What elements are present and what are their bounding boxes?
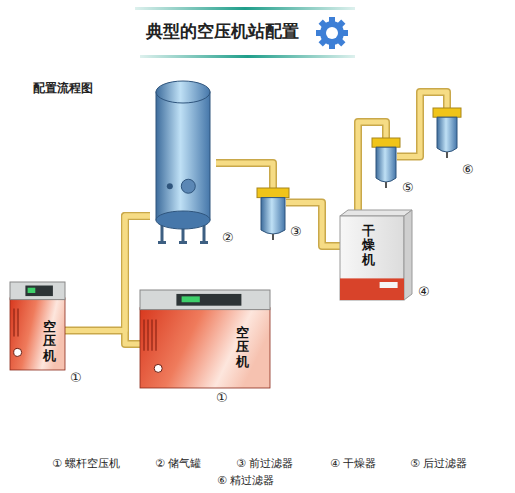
filter-bowl <box>261 198 285 234</box>
callout-number: ② <box>222 230 234 245</box>
tank-foot <box>158 241 166 244</box>
compressor-body <box>10 298 65 370</box>
vent-slot <box>155 319 156 350</box>
filter-bowl <box>437 117 457 152</box>
diagram-title: 典型的空压机站配置 <box>146 20 299 43</box>
logo-mark <box>14 348 22 356</box>
tank-foot <box>200 241 208 244</box>
equipment-drawing <box>375 138 397 184</box>
pipe-outline <box>65 216 150 330</box>
control-panel <box>25 286 53 297</box>
manhole <box>181 179 195 193</box>
callout-number: ③ <box>290 224 302 239</box>
title-bar <box>140 55 355 58</box>
dryer-side <box>404 210 412 300</box>
air-compressor: 空压机① <box>140 290 270 388</box>
tank-body <box>156 92 210 220</box>
tank-bottom <box>156 211 210 229</box>
filter: ③ <box>260 188 286 236</box>
air-pipe <box>65 216 150 330</box>
vent-slot <box>147 319 148 350</box>
dryer-band <box>340 278 404 300</box>
filter: ⑥ <box>436 108 458 154</box>
compressor-body <box>140 308 270 388</box>
filter-head <box>372 138 400 147</box>
drain-valve <box>272 234 274 240</box>
callout-number: ⑥ <box>462 162 474 177</box>
callout-number: ① <box>216 390 228 405</box>
filter: ⑤ <box>375 138 397 184</box>
drain-valve <box>446 152 448 158</box>
equipment-name: 干燥机 <box>362 224 375 267</box>
title-bar <box>135 7 355 10</box>
equipment-drawing <box>10 282 65 370</box>
air-compressor: 空压机① <box>10 282 65 370</box>
legend-text: 配置流程图 <box>33 80 93 97</box>
legend-text: ③ 前过滤器 <box>236 456 293 471</box>
compressor-top <box>10 282 65 300</box>
tank-foot <box>179 241 187 244</box>
legend-text: ② 储气罐 <box>155 456 201 471</box>
legend-text: ① 螺杆空压机 <box>52 456 120 471</box>
callout-number: ① <box>70 370 82 385</box>
equipment-name: 空压机 <box>43 320 56 363</box>
display <box>28 288 36 293</box>
vent-slot <box>17 308 18 336</box>
vent-slot <box>143 319 144 350</box>
equipment-drawing <box>436 108 458 154</box>
dryer-front <box>340 216 404 300</box>
equipment-drawing <box>140 290 270 388</box>
vent-slot <box>13 308 14 336</box>
legend-text: ⑥ 精过滤器 <box>217 473 274 488</box>
equipment-drawing <box>150 80 216 246</box>
filter-head <box>433 108 461 117</box>
equipment-drawing <box>340 210 412 300</box>
pipe-outline <box>286 202 340 246</box>
air-pipe <box>216 163 273 188</box>
filter-head <box>257 188 289 198</box>
compressor-top <box>140 290 270 310</box>
legend-text: ④ 干燥器 <box>330 456 376 471</box>
tank-dome <box>156 81 210 103</box>
drain-valve <box>385 182 387 188</box>
equipment-name: 空压机 <box>236 326 249 369</box>
air-tank: ② <box>150 80 216 246</box>
gauge-port <box>167 183 173 189</box>
callout-number: ④ <box>418 284 430 299</box>
air-pipe <box>286 202 340 246</box>
filter-bowl <box>376 147 396 182</box>
dryer-top <box>340 210 412 216</box>
vent-slot <box>151 319 152 350</box>
equipment-drawing <box>260 188 286 236</box>
control-panel <box>176 294 241 306</box>
logo-mark <box>154 364 162 372</box>
pipe-outline <box>216 163 273 188</box>
legend-text: ⑤ 后过滤器 <box>410 456 467 471</box>
name-plate <box>380 282 398 288</box>
air-dryer: 干燥机④ <box>340 210 412 300</box>
display <box>182 296 200 302</box>
callout-number: ⑤ <box>402 180 414 195</box>
gear-icon <box>316 17 348 49</box>
